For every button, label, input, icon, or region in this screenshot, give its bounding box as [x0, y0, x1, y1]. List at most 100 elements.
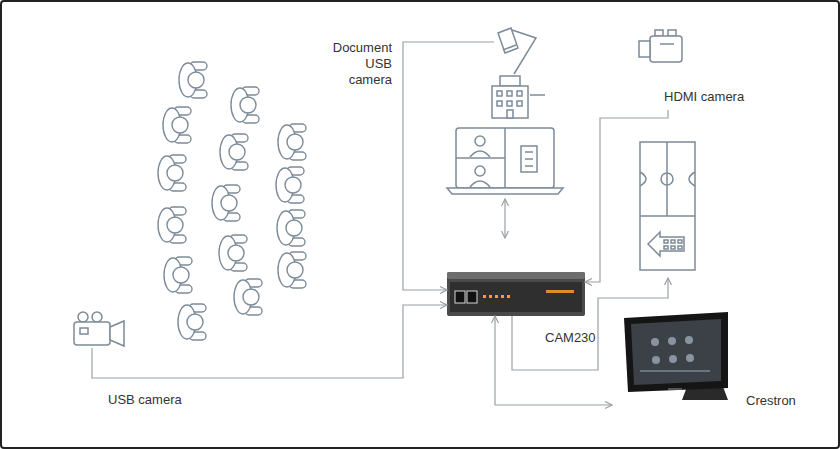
cam230-device — [447, 272, 585, 316]
panel-logo — [668, 388, 682, 390]
audience — [158, 62, 306, 340]
device-node: CAM230 — [447, 272, 585, 316]
node-label: Document USB camera — [320, 40, 392, 88]
pane-divider — [456, 157, 505, 159]
device-body — [447, 272, 585, 316]
device-led — [501, 295, 504, 298]
document-camera-icon — [498, 28, 536, 74]
camera-detail — [80, 328, 88, 334]
window-row — [525, 158, 533, 160]
participant-head — [475, 136, 485, 146]
node-label: HDMI camera — [664, 89, 756, 105]
window — [507, 91, 512, 96]
window — [517, 91, 522, 96]
laptop-screen — [456, 128, 554, 188]
connector-line — [495, 316, 612, 405]
screen-icon — [685, 336, 693, 344]
node-label: USB camera — [108, 392, 188, 408]
window — [517, 101, 522, 106]
door — [507, 110, 513, 118]
device-led — [507, 295, 510, 298]
hdmi-camera-icon — [639, 30, 682, 62]
display-divider — [666, 142, 668, 216]
person-icon — [212, 185, 240, 221]
window — [497, 101, 502, 106]
camera-body — [650, 36, 682, 62]
panel-bezel — [624, 312, 728, 392]
panel-node: Crestron — [612, 312, 730, 412]
camera-arm — [512, 30, 536, 74]
window — [678, 246, 682, 249]
court-mark — [640, 172, 646, 186]
building-icon — [492, 76, 545, 118]
window — [497, 91, 502, 96]
camera-bump — [668, 30, 676, 36]
device-led — [489, 295, 492, 298]
device-port — [455, 291, 465, 303]
screen-icon — [652, 356, 660, 364]
node-label: CAM230 — [545, 330, 615, 346]
screen-icon — [669, 355, 677, 363]
crestron-panel — [624, 312, 728, 400]
person-icon — [158, 207, 186, 243]
person-icon — [219, 235, 247, 271]
camera-node: HDMI camera — [636, 28, 758, 110]
device-led — [483, 295, 486, 298]
device-top — [447, 272, 585, 279]
device-front — [450, 282, 582, 312]
camera-lens — [503, 45, 516, 50]
panel-screen — [631, 319, 721, 385]
person-icon — [278, 124, 306, 160]
window-row — [525, 151, 533, 153]
person-icon — [163, 107, 191, 143]
display-icon — [640, 142, 695, 270]
camera-body — [74, 322, 110, 345]
device-led — [495, 295, 498, 298]
person-icon — [277, 210, 305, 246]
display-frame — [640, 142, 695, 270]
laptop-base — [447, 188, 563, 194]
window-row — [525, 165, 533, 167]
leader-line — [530, 94, 545, 96]
laptop-icon — [447, 128, 563, 194]
window — [664, 240, 668, 243]
person-icon — [220, 134, 248, 170]
screen-icon — [686, 354, 694, 362]
node-label: Crestron — [746, 393, 816, 409]
device-logo-bar — [546, 290, 574, 293]
court-mark — [661, 173, 673, 185]
camera-reel — [92, 312, 102, 322]
screen-bar — [640, 370, 710, 372]
connector-line — [92, 305, 447, 378]
court-mark — [689, 172, 695, 186]
participant-body — [470, 151, 490, 157]
camera-bump — [655, 30, 663, 36]
participant-head — [475, 166, 485, 176]
person-icon — [278, 252, 306, 288]
window — [671, 246, 675, 249]
camera-node: USB camera — [70, 312, 128, 348]
person-icon — [234, 279, 262, 315]
camera-detail — [660, 43, 674, 45]
person-icon — [178, 304, 206, 340]
building-top — [500, 76, 520, 86]
window — [507, 101, 512, 106]
connector-line — [585, 110, 668, 282]
person-icon — [179, 62, 207, 98]
camera-reel — [78, 312, 88, 322]
building-small — [521, 146, 537, 172]
window — [671, 240, 675, 243]
device-port — [467, 291, 477, 303]
camera-lens — [639, 41, 650, 57]
usb-camera-icon — [74, 312, 124, 346]
person-icon — [231, 87, 259, 123]
window — [664, 246, 668, 249]
window — [678, 240, 682, 243]
person-icon — [276, 167, 304, 203]
person-icon — [158, 155, 186, 191]
screen-icon — [651, 338, 659, 346]
